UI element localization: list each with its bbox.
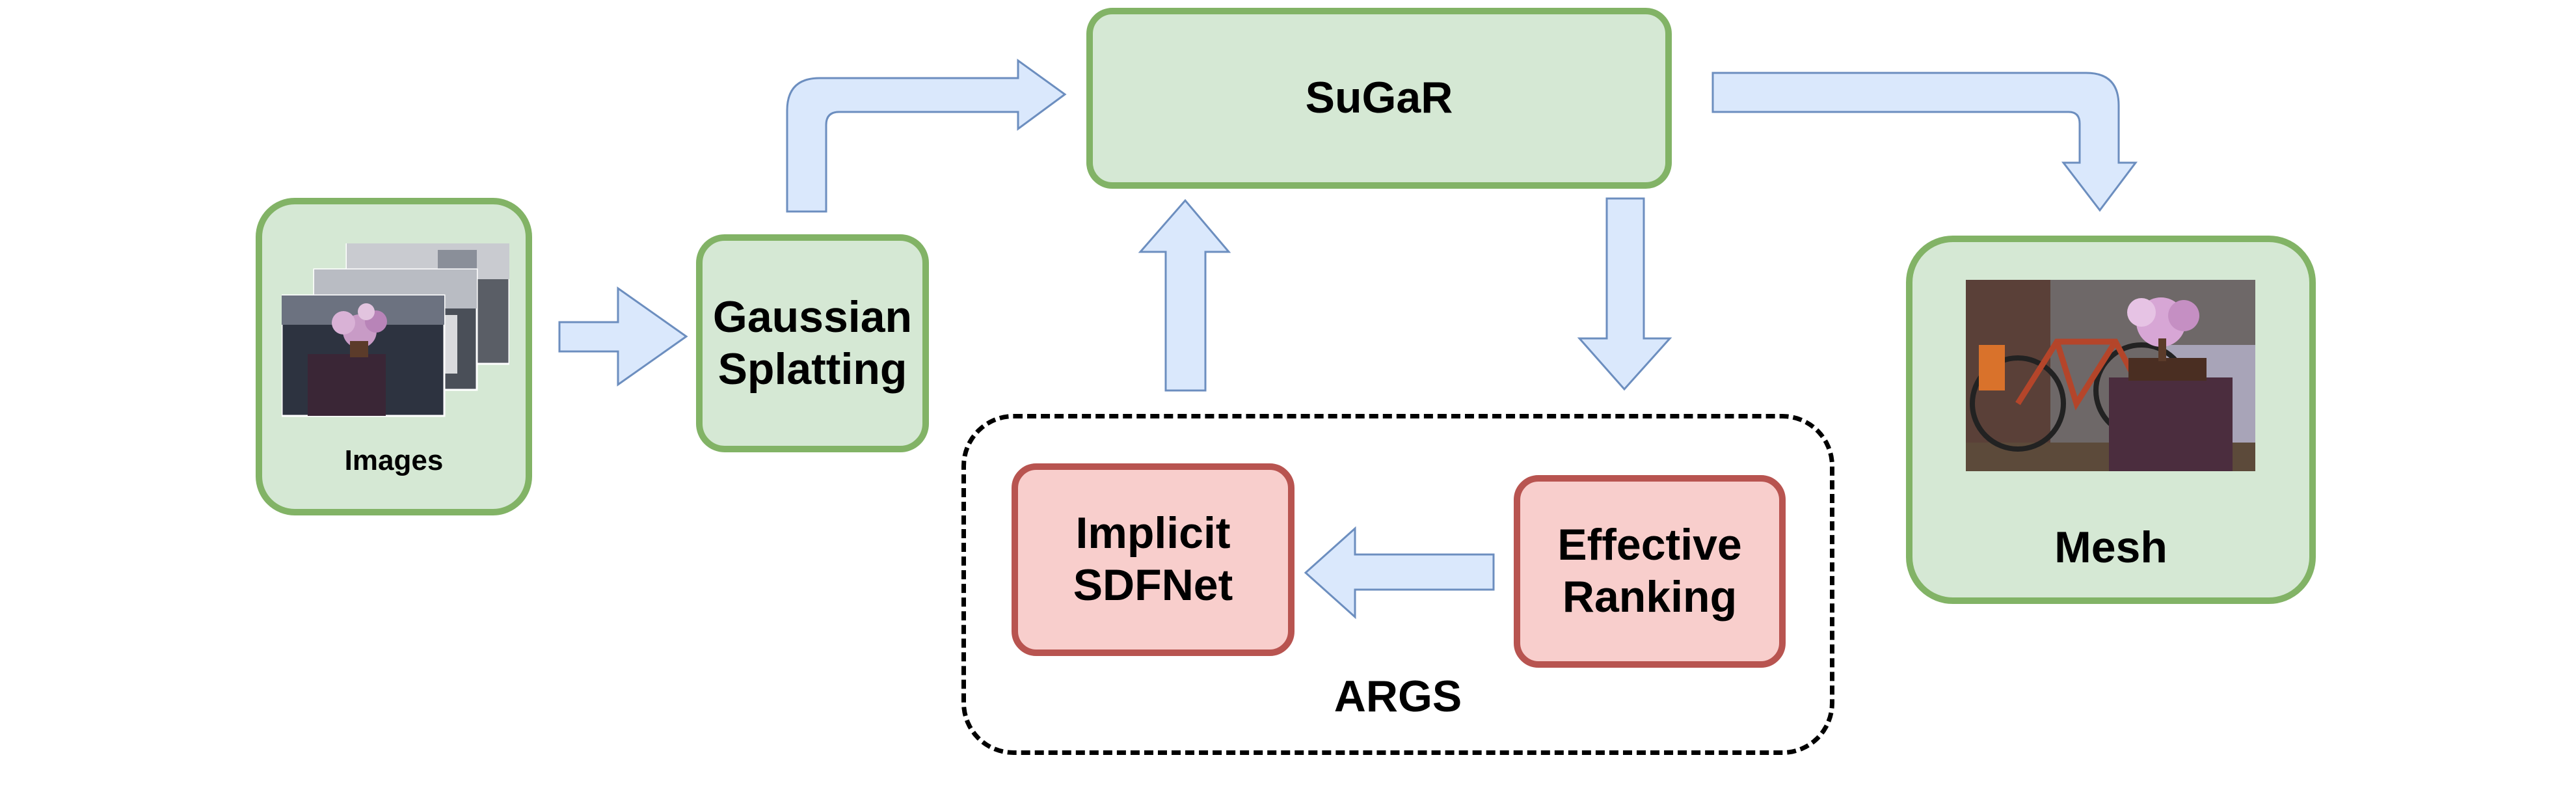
images-node: Images [256,198,532,515]
implicit-sdfnet-line2: SDFNet [1073,560,1233,610]
arrow-args-to-sugar [1138,198,1231,392]
sugar-node: SuGaR [1086,8,1672,189]
arrow-ranking-to-sdfnet [1304,526,1495,620]
gaussian-splatting-line1: Gaussian [712,292,913,342]
gaussian-splatting-node: Gaussian Splatting [696,234,929,452]
sugar-label: SuGaR [1305,73,1453,123]
mesh-node: Mesh [1906,236,2316,604]
implicit-sdfnet-line1: Implicit [1075,508,1231,558]
arrow-sugar-to-args [1577,197,1672,391]
implicit-sdfnet-node: Implicit SDFNet [1012,463,1295,656]
bicycle-mesh-render-icon [1966,280,2255,471]
args-group: ARGS [961,414,1834,755]
effective-ranking-line2: Ranking [1562,572,1737,622]
gaussian-splatting-line2: Splatting [718,344,907,394]
stacked-photo-icon [280,242,511,419]
images-label: Images [344,445,444,476]
gaussian-splatting-label: Gaussian Splatting [713,292,912,395]
implicit-sdfnet-label: Implicit SDFNet [1073,508,1233,611]
mesh-label: Mesh [2054,523,2167,572]
arrow-sugar-to-mesh [1711,72,2138,212]
arrow-gaussian-to-sugar [786,59,1067,213]
effective-ranking-line1: Effective [1557,520,1742,570]
arrow-images-to-gaussian [558,286,688,387]
effective-ranking-label: Effective Ranking [1557,519,1741,623]
args-label: ARGS [1334,672,1462,721]
effective-ranking-node: Effective Ranking [1514,475,1786,668]
